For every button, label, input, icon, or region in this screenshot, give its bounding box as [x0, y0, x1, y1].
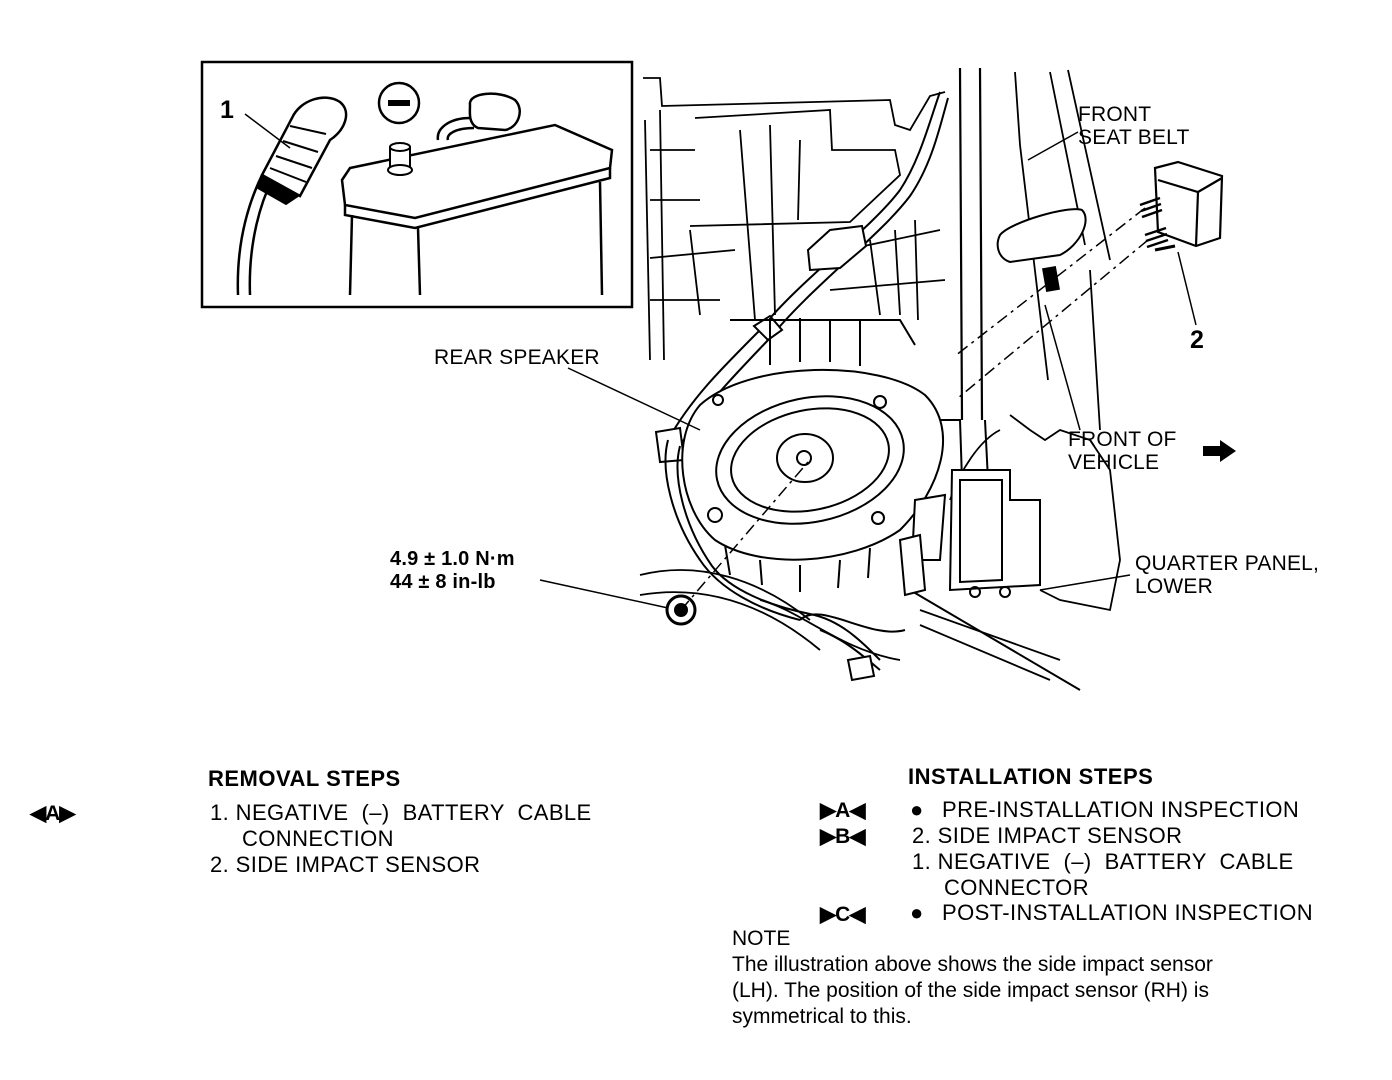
label-leaders	[567, 131, 1131, 591]
install-step-2-text: 2. SIDE IMPACT SENSOR	[912, 823, 1183, 848]
rear-speaker-label: REAR SPEAKER	[434, 346, 600, 369]
torque-nm-label: 4.9 ± 1.0 N·m	[390, 548, 515, 570]
install-step-4-text: POST-INSTALLATION INSPECTION	[942, 900, 1313, 925]
note-line-3: symmetrical to this.	[732, 1005, 912, 1028]
front-of-vehicle-label-line2: VEHICLE	[1068, 451, 1160, 474]
callout-1: 1	[220, 96, 234, 124]
note-line-1: The illustration above shows the side im…	[732, 953, 1213, 976]
note-title: NOTE	[732, 927, 791, 950]
seat-belt-drawing	[898, 208, 1087, 598]
install-badge-c: ▶C◀	[820, 903, 865, 926]
front-seat-belt-label-line2: SEAT BELT	[1078, 126, 1190, 149]
torque-inlb-label: 44 ± 8 in-lb	[390, 571, 496, 593]
quarter-panel-label-line2: LOWER	[1135, 575, 1214, 598]
battery-inset	[200, 60, 634, 309]
install-step-4-marker: ●	[910, 900, 924, 925]
quarter-panel-structure	[639, 67, 1121, 691]
install-badge-a: ▶A◀	[820, 799, 865, 822]
install-step-1-marker: ●	[910, 797, 924, 822]
rear-speaker-drawing	[681, 318, 945, 592]
install-step-3-line2: CONNECTOR	[944, 875, 1089, 900]
removal-step-1-line2: CONNECTION	[242, 826, 394, 851]
speaker-nut	[539, 461, 809, 626]
installation-steps-heading: INSTALLATION STEPS	[908, 764, 1154, 789]
right-arrow-icon	[1203, 440, 1236, 462]
install-step-1-text: PRE-INSTALLATION INSPECTION	[942, 797, 1300, 822]
removal-steps-heading: REMOVAL STEPS	[208, 766, 401, 791]
install-step-3-line1: 1. NEGATIVE (–) BATTERY CABLE	[912, 849, 1294, 874]
note-line-2: (LH). The position of the side impact se…	[732, 979, 1209, 1002]
quarter-panel-label-line1: QUARTER PANEL,	[1135, 552, 1320, 575]
side-impact-sensor	[954, 160, 1224, 399]
install-badge-b: ▶B◀	[820, 825, 865, 848]
removal-step-1-line1: 1. NEGATIVE (–) BATTERY CABLE	[210, 800, 592, 825]
callout-2: 2	[1190, 326, 1204, 354]
front-seat-belt-label-line1: FRONT	[1078, 103, 1152, 126]
removal-step-2: 2. SIDE IMPACT SENSOR	[210, 852, 481, 877]
front-of-vehicle-label-line1: FRONT OF	[1068, 428, 1177, 451]
removal-badge-a: ◀A▶	[30, 802, 75, 825]
